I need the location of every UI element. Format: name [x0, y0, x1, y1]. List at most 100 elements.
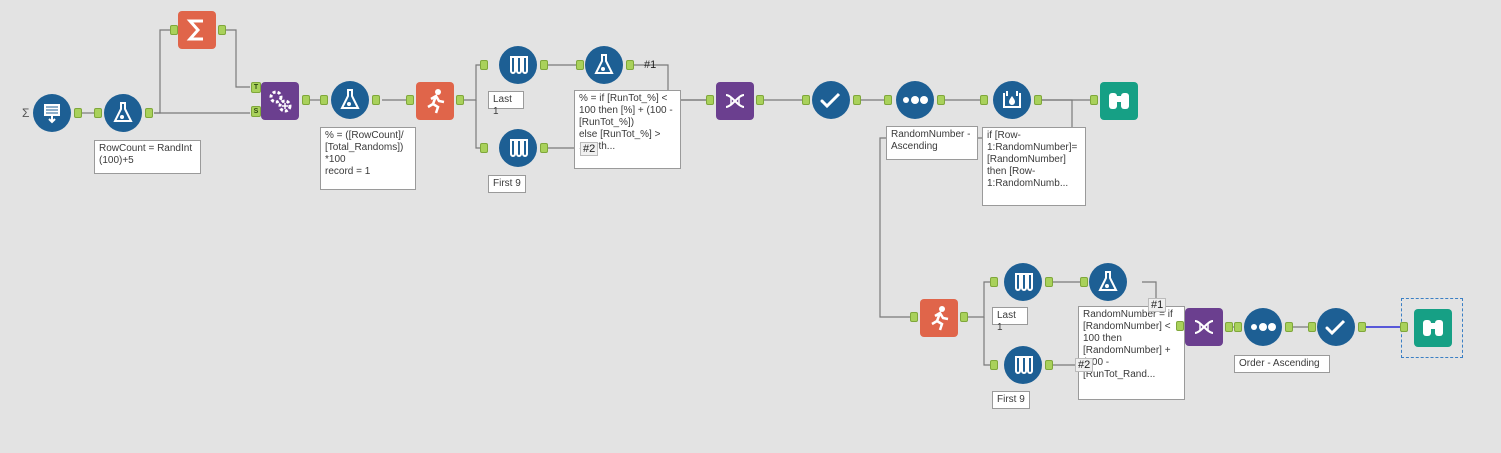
- union-input-label-1: #1: [644, 59, 657, 71]
- test-tubes-icon: [510, 56, 528, 74]
- sample-annotation-first-9b: First 9: [992, 391, 1030, 409]
- output-anchor[interactable]: [145, 108, 153, 118]
- browse-tool-2[interactable]: [1414, 309, 1452, 347]
- input-anchor[interactable]: [320, 95, 328, 105]
- output-anchor[interactable]: [74, 108, 82, 118]
- multi-row-icon: [1003, 91, 1021, 108]
- output-anchor[interactable]: [1358, 322, 1366, 332]
- dots-icon: [1251, 323, 1276, 331]
- input-anchor[interactable]: [802, 95, 810, 105]
- formula-tool-1[interactable]: [104, 94, 142, 132]
- output-anchor[interactable]: [1034, 95, 1042, 105]
- formula-flask-icon: [113, 102, 133, 122]
- input-anchor[interactable]: [94, 108, 102, 118]
- output-anchor[interactable]: [302, 95, 310, 105]
- output-anchor[interactable]: [540, 143, 548, 153]
- union-input-label-2b: #2: [1075, 358, 1094, 372]
- multi-row-formula-tool[interactable]: [993, 81, 1031, 119]
- formula-flask-icon: [594, 54, 614, 74]
- select-tool-1[interactable]: [812, 81, 850, 119]
- sort-tool-2[interactable]: [1244, 308, 1282, 346]
- sigma-icon: [186, 19, 203, 41]
- sample-tool-last-1b[interactable]: [1004, 263, 1042, 301]
- sort-tool-1[interactable]: [896, 81, 934, 119]
- running-man-icon: [427, 89, 445, 114]
- output-anchor[interactable]: [1285, 322, 1293, 332]
- dots-icon: [903, 96, 928, 104]
- source-anchor[interactable]: S: [251, 106, 261, 117]
- wire: [224, 29, 250, 88]
- output-anchor[interactable]: [960, 312, 968, 322]
- checkmark-icon: [1325, 319, 1346, 336]
- wire: [475, 100, 482, 149]
- running-man-icon: [931, 306, 949, 331]
- wire: [154, 29, 176, 114]
- test-tubes-icon: [1015, 356, 1033, 374]
- input-anchor[interactable]: [576, 60, 584, 70]
- union-input-label-2: #2: [580, 142, 599, 156]
- browse-tool-2-selection[interactable]: [1400, 298, 1463, 358]
- output-anchor[interactable]: [1045, 360, 1053, 370]
- input-anchor[interactable]: [1234, 322, 1242, 332]
- formula-annotation-4: RandomNumber = if [RandomNumber] < 100 t…: [1078, 306, 1185, 400]
- wire: [983, 317, 992, 366]
- input-anchor[interactable]: [406, 95, 414, 105]
- select-tool-2[interactable]: [1317, 308, 1355, 346]
- formula-flask-icon: [1098, 271, 1118, 291]
- input-anchor[interactable]: [480, 143, 488, 153]
- input-anchor[interactable]: [910, 312, 918, 322]
- sort-annotation-1: RandomNumber - Ascending: [886, 126, 978, 160]
- generate-rows-icon: [44, 104, 60, 124]
- sample-tool-first-9[interactable]: [499, 129, 537, 167]
- input-anchor[interactable]: [1176, 321, 1184, 331]
- output-anchor[interactable]: [1225, 322, 1233, 332]
- generate-rows-tool[interactable]: [33, 94, 71, 132]
- multi-row-annotation: if [Row- 1:RandomNumber]= [RandomNumber]…: [982, 127, 1086, 206]
- output-anchor[interactable]: [756, 95, 764, 105]
- formula-annotation-1: RowCount = RandInt (100)+5: [94, 140, 201, 174]
- input-anchor[interactable]: [990, 360, 998, 370]
- binoculars-icon: [1109, 93, 1129, 109]
- union-tool-2[interactable]: [1185, 308, 1223, 346]
- sample-tool-first-9b[interactable]: [1004, 346, 1042, 384]
- multi-row-tool-2[interactable]: [920, 299, 958, 337]
- input-marker: Σ: [22, 106, 30, 120]
- formula-flask-icon: [340, 89, 360, 109]
- input-anchor[interactable]: [1400, 322, 1408, 332]
- dna-icon: [725, 94, 745, 108]
- input-anchor[interactable]: [884, 95, 892, 105]
- union-input-label-1b: #1: [1148, 298, 1167, 312]
- input-anchor[interactable]: [706, 95, 714, 105]
- output-anchor[interactable]: [456, 95, 464, 105]
- output-anchor[interactable]: [626, 60, 634, 70]
- target-anchor[interactable]: T: [251, 82, 261, 93]
- sample-annotation-last-1: Last 1: [488, 91, 524, 117]
- output-anchor[interactable]: [540, 60, 548, 70]
- sample-tool-last-1[interactable]: [499, 46, 537, 84]
- output-anchor[interactable]: [853, 95, 861, 105]
- union-tool-1[interactable]: [716, 82, 754, 120]
- browse-tool-1[interactable]: [1100, 82, 1138, 120]
- output-anchor[interactable]: [1045, 277, 1053, 287]
- input-anchor[interactable]: [980, 95, 988, 105]
- multi-row-tool-1[interactable]: [416, 82, 454, 120]
- wire: [458, 64, 482, 101]
- summarize-tool[interactable]: [178, 11, 216, 49]
- input-anchor[interactable]: [170, 25, 178, 35]
- formula-tool-3[interactable]: [585, 46, 623, 84]
- input-anchor[interactable]: [1080, 277, 1088, 287]
- formula-tool-2[interactable]: [331, 81, 369, 119]
- output-anchor[interactable]: [218, 25, 226, 35]
- output-anchor[interactable]: [372, 95, 380, 105]
- input-anchor[interactable]: [480, 60, 488, 70]
- append-fields-tool[interactable]: [261, 82, 299, 120]
- input-anchor[interactable]: [990, 277, 998, 287]
- input-anchor[interactable]: [1308, 322, 1316, 332]
- input-anchor[interactable]: [1090, 95, 1098, 105]
- binoculars-icon: [1423, 320, 1443, 336]
- output-anchor[interactable]: [937, 95, 945, 105]
- formula-tool-4[interactable]: [1089, 263, 1127, 301]
- test-tubes-icon: [1015, 273, 1033, 291]
- gears-icon: [269, 90, 292, 113]
